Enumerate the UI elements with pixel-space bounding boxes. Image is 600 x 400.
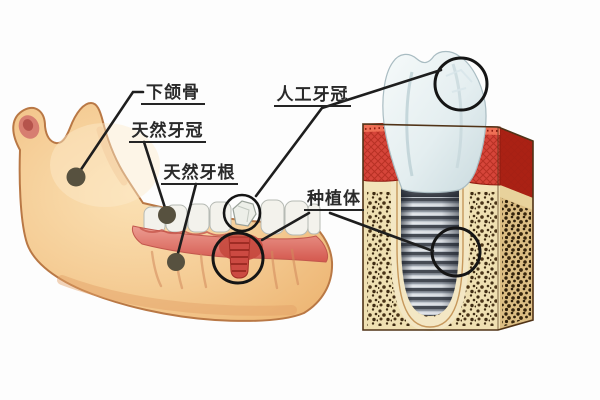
- implant-crown-facet-line: [237, 205, 250, 223]
- dot-natural-root: [167, 253, 185, 271]
- marker-dots: [66, 167, 185, 271]
- leader-implant-right: [328, 211, 435, 253]
- artificial-crown: [382, 50, 487, 194]
- label-implant: 种植体: [304, 190, 364, 211]
- bone-side-speckles: [502, 198, 531, 327]
- crown-shading-left: [405, 71, 414, 177]
- jaw-bottom-shading: [57, 275, 297, 316]
- implant-screw-in-jaw: [228, 236, 251, 279]
- label-natural-crown: 天然牙冠: [129, 122, 206, 143]
- callout-circle-jaw-screw: [211, 231, 265, 285]
- leader-natural-root: [174, 182, 198, 263]
- crown-shading-right: [451, 63, 463, 169]
- implant-cross-section: [362, 50, 534, 332]
- implant-crown-in-jaw: [232, 200, 257, 227]
- leader-implant-left: [260, 211, 311, 242]
- label-artificial-crown: 人工牙冠: [274, 86, 351, 107]
- leader-artificial-crown: [254, 68, 443, 198]
- leader-mandible: [74, 90, 145, 179]
- natural-tooth-roots: [150, 248, 300, 290]
- jaw-ramus-shading: [96, 126, 128, 186]
- label-mandible: 下颌骨: [141, 84, 205, 105]
- socket-lining-line: [396, 181, 464, 328]
- gum-side-hatch: [500, 127, 533, 198]
- condyle-patch-center: [22, 119, 34, 131]
- callout-circle-jaw-crown: [222, 193, 262, 233]
- label-natural-root: 天然牙根: [161, 164, 238, 185]
- implant-screw-shading: [401, 181, 459, 316]
- implant-screw: [401, 181, 459, 316]
- dot-natural-crown: [158, 206, 176, 224]
- callout-circle-crown: [433, 56, 489, 112]
- cortical-side-strip: [500, 185, 533, 210]
- leader-natural-crown: [142, 140, 169, 216]
- crown-facets: [445, 68, 473, 93]
- dot-mandible: [66, 167, 86, 187]
- leader-lines: [74, 68, 443, 263]
